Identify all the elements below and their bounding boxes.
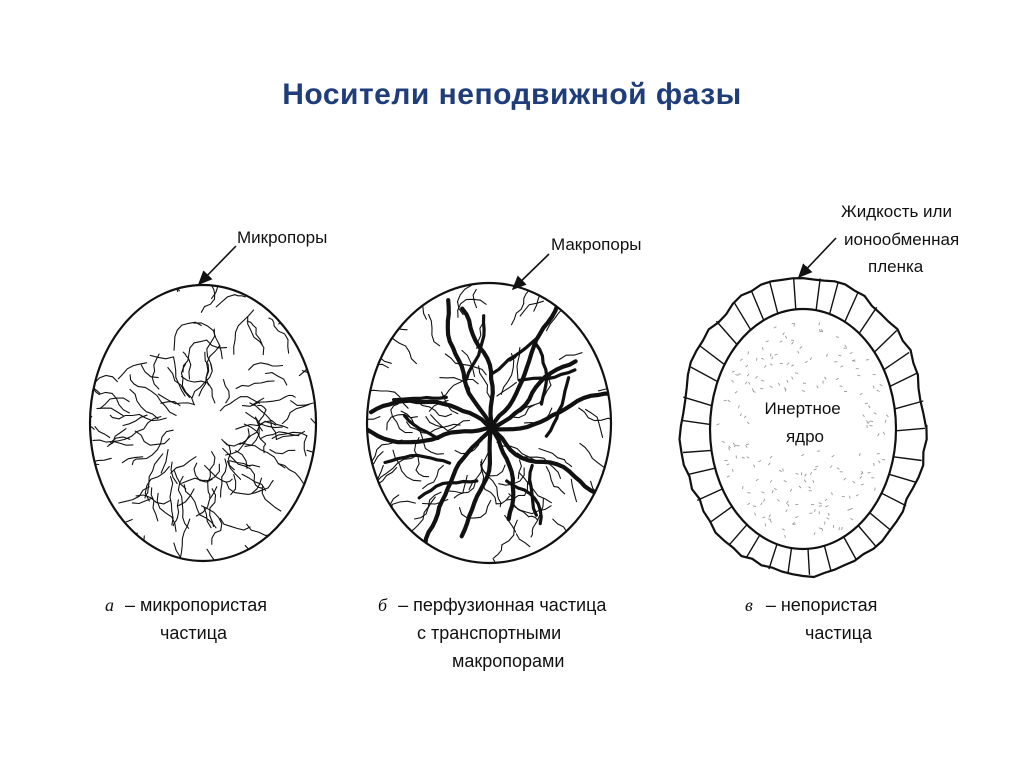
micropore-network: [367, 283, 611, 563]
inert-core-label: Инертное ядро: [765, 399, 846, 446]
macropores-label: Макропоры: [551, 235, 642, 254]
inert-core: [708, 307, 898, 551]
micropore-network: [90, 285, 316, 561]
micropores-arrow: [197, 245, 237, 286]
film-arrow: [797, 237, 837, 279]
slide-title: Носители неподвижной фазы: [282, 78, 742, 111]
liquid-film-outer: [678, 276, 928, 579]
macropores-arrow: [511, 253, 550, 291]
macropore-channels: [367, 298, 611, 548]
caption-c: в – непористая частица: [745, 595, 882, 643]
perfusion-particle: [365, 281, 613, 565]
film-label: Жидкость или ионообменная пленка: [841, 202, 964, 276]
core-texture: [716, 322, 889, 539]
particle-outline: [88, 283, 318, 563]
particle-outline: [365, 281, 613, 565]
micropores-label: Микропоры: [237, 228, 327, 247]
microporous-particle: [88, 283, 318, 563]
caption-b: б – перфузионная частица с транспортными…: [378, 595, 611, 671]
film-segments: [681, 277, 926, 575]
nonporous-particle: Инертное ядро: [678, 276, 928, 579]
caption-a: а – микропористая частица: [105, 595, 272, 643]
